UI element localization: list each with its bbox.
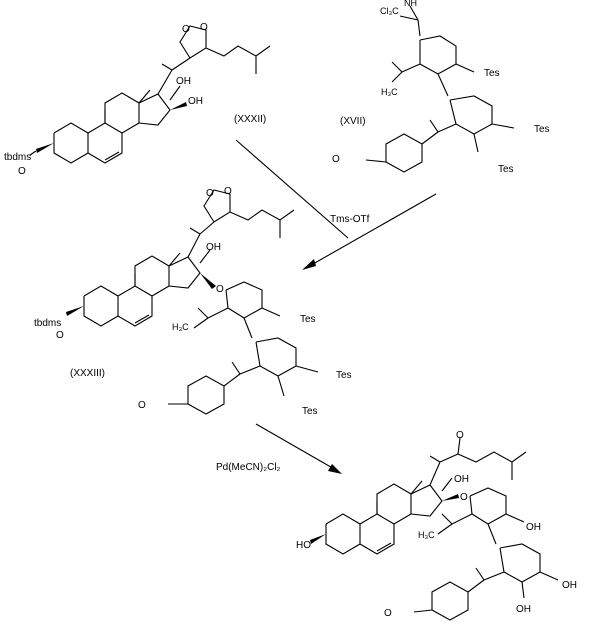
c32-oh2-label: OH (188, 96, 203, 107)
prod-h3c: H₃C (418, 530, 435, 540)
arrow-1-head (302, 259, 316, 270)
c17-tes3: Tes (498, 164, 514, 175)
c33-tes2: Tes (336, 370, 352, 381)
c33-disaccharide (168, 281, 319, 415)
prod-methoxy: O (384, 608, 392, 619)
c32-tbdms-label: tbdms (4, 152, 31, 163)
arrow-2-head (328, 464, 342, 474)
prod-oh3: OH (562, 580, 577, 591)
c32-o-ring1: O (182, 24, 190, 35)
c33-o-ring2: O (224, 186, 232, 197)
reagent-step1: Tms-OTf (330, 214, 370, 225)
product-steroid (310, 437, 527, 555)
c33-compound-id: (XXXIII) (70, 368, 105, 379)
c33-o-ring1: O (206, 188, 214, 199)
c33-h3c: H₃C (172, 322, 189, 332)
product-disaccharide (413, 487, 559, 621)
c17-compound-id: (XVII) (340, 116, 366, 127)
prod-oh1: OH (454, 474, 469, 485)
steroid-xxxii (29, 25, 271, 164)
donor-xvii (365, 5, 515, 173)
reaction-arrow-2 (255, 423, 337, 471)
c33-tbdms-label: tbdms (34, 318, 61, 329)
reagent-step2: Pd(MeCN)₂Cl₂ (216, 462, 281, 473)
c32-compound-id: (XXXII) (234, 114, 266, 125)
c32-o-ring2: O (200, 22, 208, 33)
c17-h3c: H₃C (381, 87, 398, 97)
prod-ketone-o: O (456, 430, 464, 441)
c33-tes3: Tes (302, 406, 318, 417)
c17-methoxy: O (332, 154, 340, 165)
prod-glyco-o: O (460, 492, 468, 503)
arrow-line-from-xxxii (235, 139, 349, 239)
steroid-xxxiii (66, 189, 295, 327)
c17-cl3c: Cl₃C (380, 6, 399, 16)
c33-glyco-o: O (216, 284, 224, 295)
prod-oh2: OH (526, 522, 541, 533)
c33-tes1: Tes (300, 314, 316, 325)
c17-nh: NH (404, 0, 417, 8)
prod-ho: HO (296, 540, 311, 551)
prod-oh4: OH (516, 604, 531, 615)
c17-tes1: Tes (484, 68, 500, 79)
c32-o-label: O (18, 166, 26, 177)
c32-oh1-label: OH (176, 76, 191, 87)
c33-oh-label: OH (206, 242, 221, 253)
c17-tes2: Tes (534, 124, 550, 135)
c33-methoxy: O (138, 400, 146, 411)
reaction-arrow-1 (305, 193, 437, 269)
c33-o-label: O (56, 330, 64, 341)
